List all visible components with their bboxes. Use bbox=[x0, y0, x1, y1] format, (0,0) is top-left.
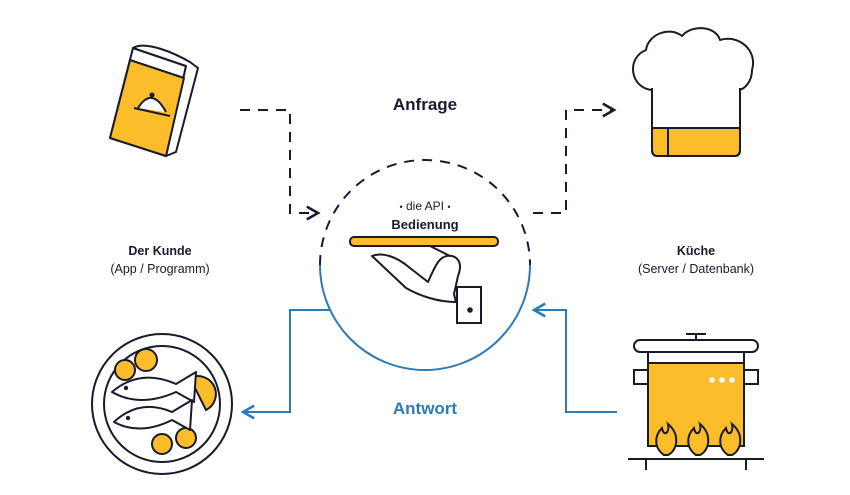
request-label: Anfrage bbox=[392, 95, 458, 114]
chef-hat-icon bbox=[632, 27, 755, 157]
api-small-label: • die API • bbox=[365, 199, 485, 213]
response-label: Antwort bbox=[392, 399, 458, 418]
request-arrow-from-client bbox=[240, 109, 321, 221]
kitchen-title: Küche bbox=[676, 244, 716, 258]
client-subtitle: (App / Programm) bbox=[110, 262, 210, 276]
api-label: die API bbox=[405, 199, 445, 213]
api-bullet-left: • bbox=[399, 202, 403, 212]
kitchen-subtitle: (Server / Datenbank) bbox=[637, 262, 755, 276]
request-arc-dashed bbox=[319, 159, 531, 266]
fish-plate-icon bbox=[91, 333, 233, 475]
request-arrow-to-kitchen bbox=[533, 102, 617, 214]
menu-card-icon bbox=[109, 44, 199, 157]
api-main-label: Bedienung bbox=[391, 217, 459, 232]
response-arc bbox=[319, 264, 531, 371]
response-arrow-from-kitchen bbox=[531, 302, 617, 413]
client-title: Der Kunde bbox=[128, 244, 192, 258]
cooking-pot-icon bbox=[628, 333, 764, 470]
api-bullet-right: • bbox=[447, 202, 451, 212]
waiter-hand-tray-icon bbox=[349, 236, 499, 324]
response-arrow-to-client bbox=[240, 309, 330, 420]
